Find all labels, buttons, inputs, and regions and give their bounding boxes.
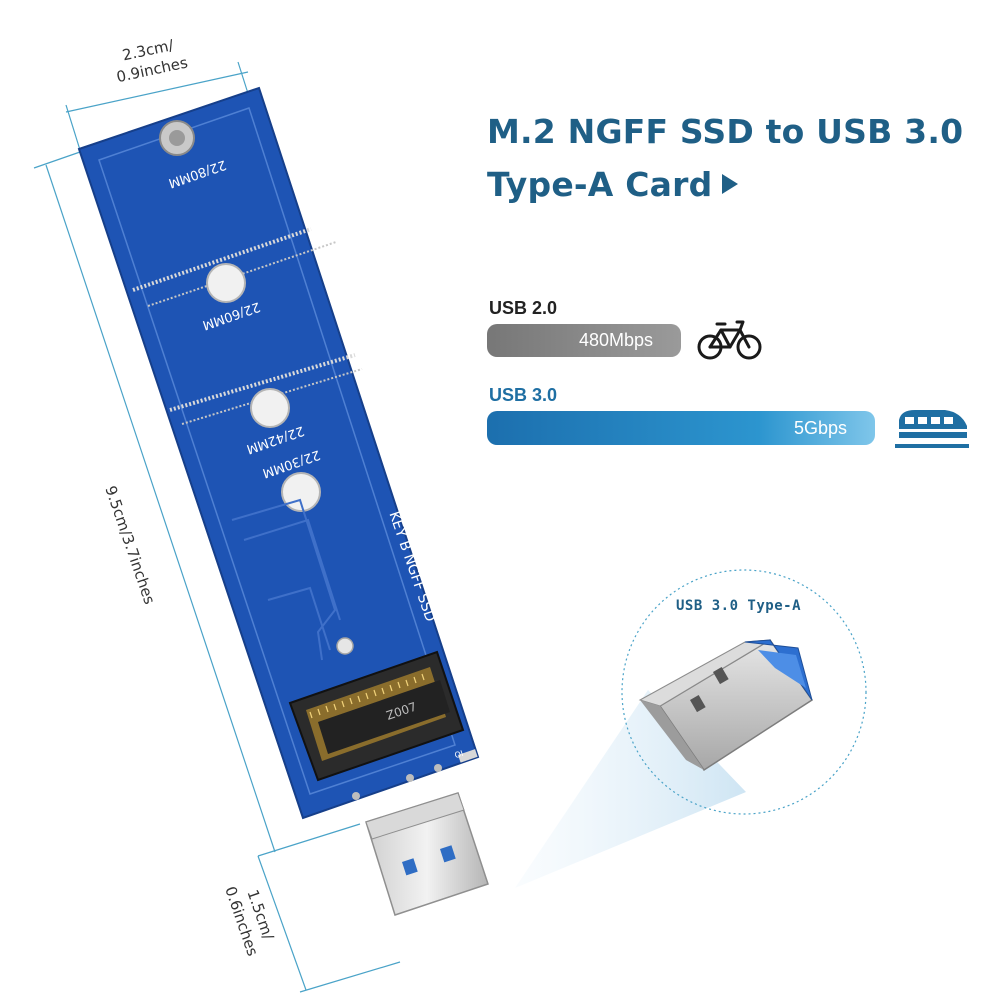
- train-icon: [895, 410, 969, 448]
- title-line-1: M.2 NGFF SSD to USB 3.0: [487, 112, 964, 151]
- callout-circle: [621, 569, 867, 815]
- usb-plug: [365, 792, 489, 916]
- usb3-speed-value: 5Gbps: [793, 417, 847, 438]
- bicycle-icon: [697, 320, 762, 360]
- io-label: IO: [453, 748, 464, 759]
- usb2-speed-bar: 480Mbps: [487, 324, 681, 357]
- usb3-label: USB 3.0: [489, 385, 558, 405]
- usb3-speed-bar: 5Gbps: [487, 411, 875, 445]
- usb2-label: USB 2.0: [489, 298, 558, 318]
- play-arrow-icon: [722, 174, 739, 194]
- usb-type-a-callout-label: USB 3.0 Type-A: [676, 598, 802, 614]
- plug-dimension: [257, 823, 401, 993]
- title-line-2: Type-A Card: [487, 158, 987, 211]
- usb-closeup: [638, 638, 814, 772]
- usb2-speed-value: 480Mbps: [578, 330, 653, 350]
- length-dimension: [33, 151, 276, 853]
- page-title: M.2 NGFF SSD to USB 3.0 Type-A Card: [487, 105, 987, 211]
- title-line-2-text: Type-A Card: [487, 165, 713, 204]
- pcb-board: Z007 IO 22/80MM 22/60MM 22/42MM 22/30MM …: [77, 86, 480, 820]
